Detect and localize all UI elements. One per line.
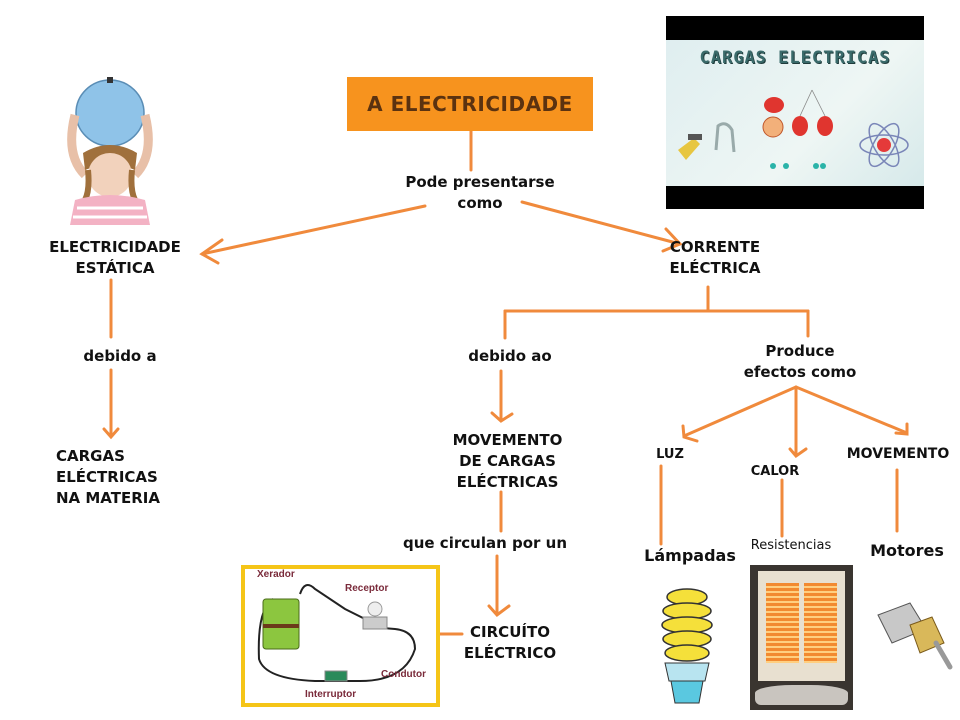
circuit-diagram-image: Xerador Receptor Condutor Interruptor [241,565,440,707]
root-concept: A ELECTRICIDADE [347,77,593,131]
video-thumbnail-electric-charges[interactable]: CARGAS ELECTRICAS [666,16,924,209]
node-example-motors: Motores [870,541,944,560]
arrowhead-current [661,227,683,253]
motor-image [870,595,955,675]
arrowhead-motion [894,422,909,436]
link-current-effects: Produce efectos como [743,342,857,381]
node-example-resistors: Resistencias [750,538,832,553]
arrowhead-circuit [487,604,511,618]
node-electric-circuit: CIRCUÍTO ELÉCTRICO [463,623,557,662]
connector-to-current [520,200,682,246]
link-root-to-types: Pode presentarse como [405,173,555,212]
link-movement-path: que circulan por un [403,534,567,552]
arrowhead-heat [788,447,808,459]
label-switch: Interruptor [305,689,357,700]
node-effect-movement: MOVEMENTO [846,446,950,462]
lamp-image [655,585,720,710]
label-conductor: Condutor [381,669,426,680]
connector-to-static [200,204,427,256]
video-title: CARGAS ELECTRICAS [699,48,891,68]
arrowhead-light [681,424,699,443]
link-current-cause: debido ao [468,347,552,365]
node-charges-in-matter: CARGAS ELÉCTRICAS NA MATERIA [56,447,160,507]
node-electric-current: CORRENTE ELÉCTRICA [669,238,761,277]
connector-to-light [682,385,798,438]
root-title: A ELECTRICIDADE [367,92,573,116]
girl-balloon-image [55,75,165,225]
node-effect-light: LUZ [656,447,684,462]
node-example-lamps: Lámpadas [644,546,736,565]
node-effect-heat: CALOR [750,464,800,479]
connector-to-motion [794,385,909,435]
label-generator: Xerador [257,569,295,580]
arrowhead-movement [490,411,514,423]
node-charge-movement: MOVEMENTO DE CARGAS ELÉCTRICAS [452,431,563,491]
arrowhead-static [199,238,224,265]
label-receiver: Receptor [345,583,389,594]
link-static-cause: debido a [83,347,157,365]
node-static-electricity: ELECTRICIDADE ESTÁTICA [49,238,181,277]
heater-image [750,565,853,710]
arrowhead-charges [102,427,120,440]
video-frame: CARGAS ELECTRICAS [666,40,924,186]
